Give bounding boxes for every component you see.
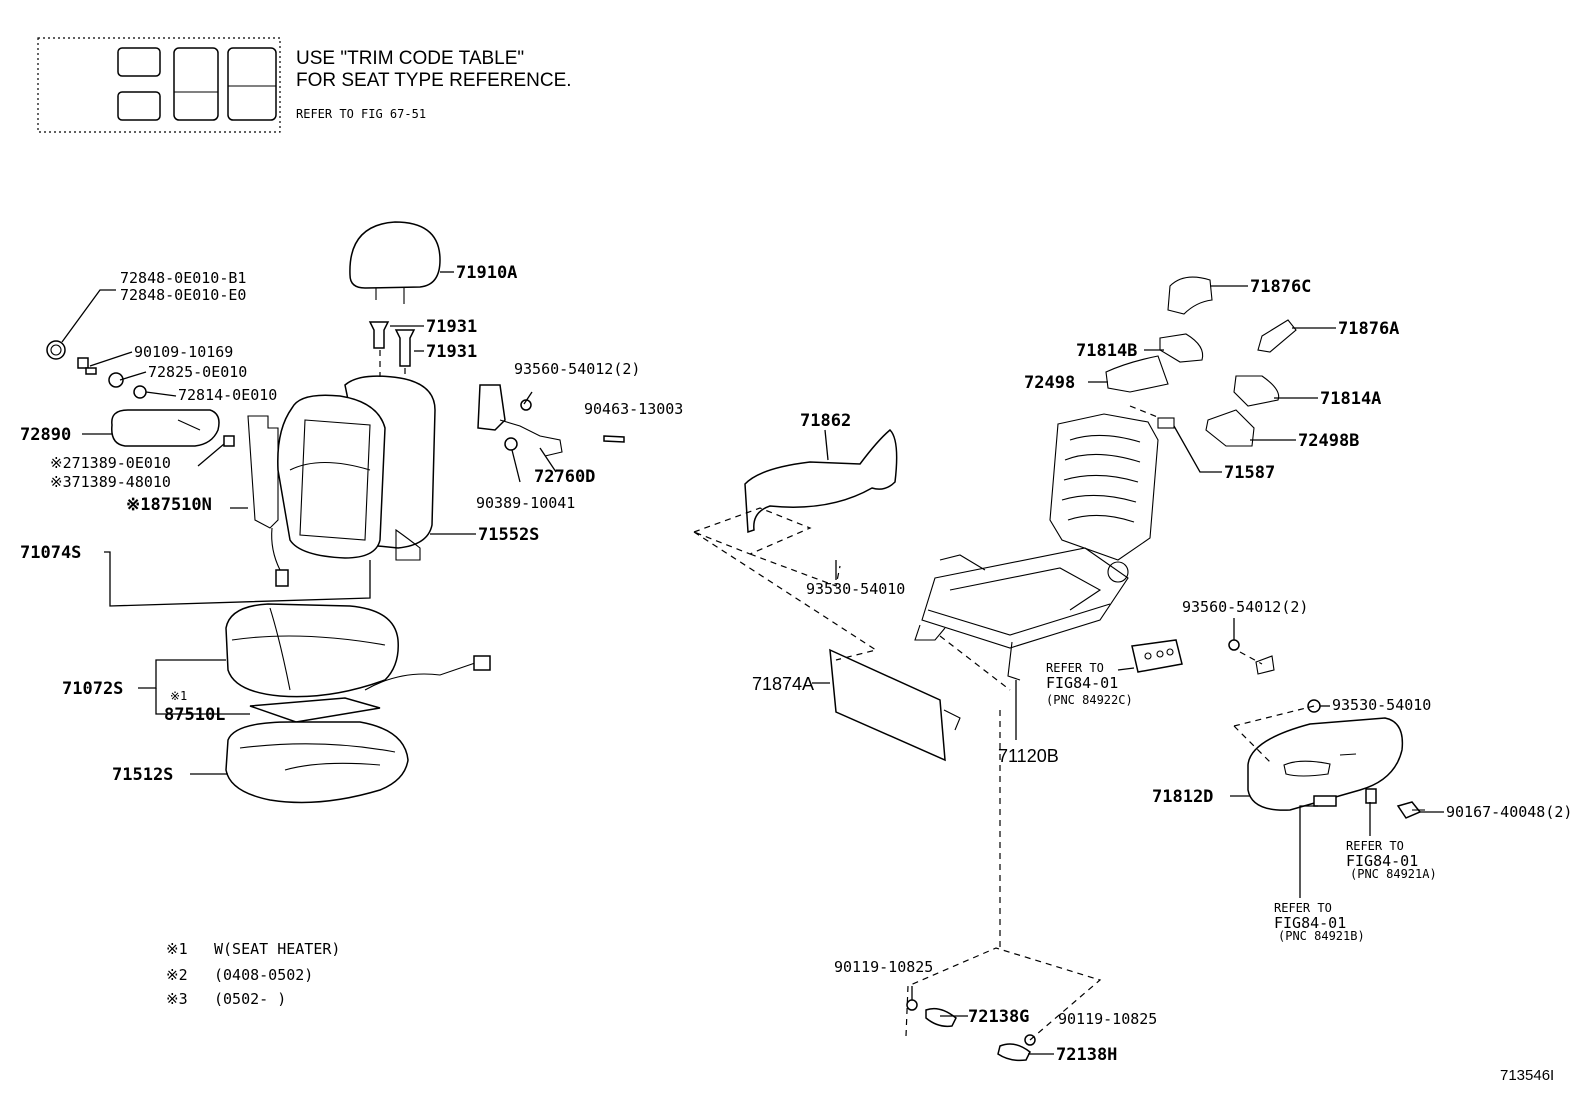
seat-adjuster-part: [477, 384, 625, 457]
label-71552S: 71552S: [478, 525, 539, 545]
seatback-side-cover: [744, 428, 898, 534]
seat-heater-back: [247, 415, 289, 587]
note-text-1: W(SEAT HEATER): [214, 940, 340, 958]
label-refer1: REFER TO: [1046, 661, 1104, 675]
note-text-3: (0502- ): [214, 990, 286, 1008]
legend-line-1: USE "TRIM CODE TABLE": [296, 48, 524, 69]
legend-line-3: REFER TO FIG 67-51: [296, 107, 426, 121]
label-72848-e0: 72848-0E010-E0: [120, 286, 246, 304]
shield-fasteners: [1307, 699, 1425, 819]
footnotes: ※1 W(SEAT HEATER) ※2 (0408-0502) ※3 (050…: [166, 940, 340, 1008]
label-93530-a: 93530-54010: [806, 580, 905, 598]
label-93530-b: 93530-54010: [1332, 696, 1431, 714]
seat-cushion: [225, 603, 399, 698]
label-71074S: 71074S: [20, 543, 81, 563]
label-refer2: REFER TO: [1346, 839, 1404, 853]
label-refer3: REFER TO: [1274, 901, 1332, 915]
label-71120B: 71120B: [998, 746, 1059, 766]
seat-type-icons: [117, 47, 277, 121]
seat-heater-cushion: [249, 697, 381, 723]
label-refer1-pnc: (PNC 84922C): [1046, 693, 1133, 707]
part-labels: 71910A 72848-0E010-B1 72848-0E010-E0 719…: [20, 263, 1572, 1065]
cushion-pad: [225, 721, 409, 804]
label-71812D: 71812D: [1152, 787, 1213, 807]
headrest: [349, 221, 441, 304]
label-71587: 71587: [1224, 463, 1275, 483]
label-71862: 71862: [800, 411, 851, 431]
note-mark-3: ※3: [166, 990, 188, 1008]
label-71876A: 71876A: [1338, 319, 1399, 339]
label-71910A: 71910A: [456, 263, 517, 283]
label-72498B: 72498B: [1298, 431, 1359, 451]
label-93560-b: 93560-54012(2): [1182, 598, 1308, 616]
armrest: [111, 409, 220, 447]
label-71814B: 71814B: [1076, 341, 1137, 361]
frame-brackets: [1105, 276, 1297, 447]
label-93560-a: 93560-54012(2): [514, 360, 640, 378]
label-71931-a: 71931: [426, 317, 477, 337]
label-72825: 72825-0E010: [148, 363, 247, 381]
seatback-frame: [277, 375, 436, 561]
label-90119-b: 90119-10825: [1058, 1010, 1157, 1028]
label-refer2-pnc: (PNC 84921A): [1350, 867, 1437, 881]
label-71389-a: ※271389-0E010: [50, 454, 171, 472]
side-shield: [1247, 717, 1404, 811]
label-87510L: 87510L: [164, 705, 225, 725]
label-72760D: 72760D: [534, 467, 595, 487]
note-mark-2: ※2: [166, 966, 188, 984]
small-clip-right: [1228, 639, 1275, 675]
label-71814A: 71814A: [1320, 389, 1381, 409]
label-87510L-mark: ※1: [170, 689, 187, 703]
note-text-2: (0408-0502): [214, 966, 313, 984]
label-refer1-fig: FIG84-01: [1046, 674, 1118, 692]
label-refer3-pnc: (PNC 84921B): [1278, 929, 1365, 943]
label-71072S: 71072S: [62, 679, 123, 699]
note-mark-1: ※1: [166, 940, 188, 958]
label-72138G: 72138G: [968, 1007, 1029, 1027]
leader-lines: [61, 271, 1444, 1055]
small-fasteners-left: [46, 340, 235, 447]
label-90167: 90167-40048(2): [1446, 803, 1572, 821]
label-71512S: 71512S: [112, 765, 173, 785]
label-90109: 90109-10169: [134, 343, 233, 361]
label-72498: 72498: [1024, 373, 1075, 393]
label-72848-b1: 72848-0E010-B1: [120, 269, 246, 287]
switch-module: [1131, 639, 1183, 673]
label-refer3-fig: FIG84-01: [1274, 914, 1346, 932]
seat-frame: [914, 413, 1159, 681]
lower-clips: [906, 999, 1036, 1062]
label-90463: 90463-13003: [584, 400, 683, 418]
label-71389-b: ※371389-48010: [50, 473, 171, 491]
dashed-reference-lines: [692, 405, 1315, 1041]
label-71931-b: 71931: [426, 342, 477, 362]
label-71876C: 71876C: [1250, 277, 1311, 297]
label-72138H: 72138H: [1056, 1045, 1117, 1065]
label-71874A: 71874A: [752, 674, 814, 694]
label-72814: 72814-0E010: [178, 386, 277, 404]
label-72890: 72890: [20, 425, 71, 445]
label-90119-a: 90119-10825: [834, 958, 933, 976]
heater-cable: [364, 655, 491, 691]
label-87510N: ※187510N: [126, 495, 212, 515]
legend-line-2: FOR SEAT TYPE REFERENCE.: [296, 70, 572, 91]
front-cover: [829, 648, 961, 762]
label-90389: 90389-10041: [476, 494, 575, 512]
label-refer2-fig: FIG84-01: [1346, 852, 1418, 870]
legend-box: USE "TRIM CODE TABLE" FOR SEAT TYPE REFE…: [37, 37, 572, 133]
figure-id: 713546I: [1500, 1067, 1554, 1084]
